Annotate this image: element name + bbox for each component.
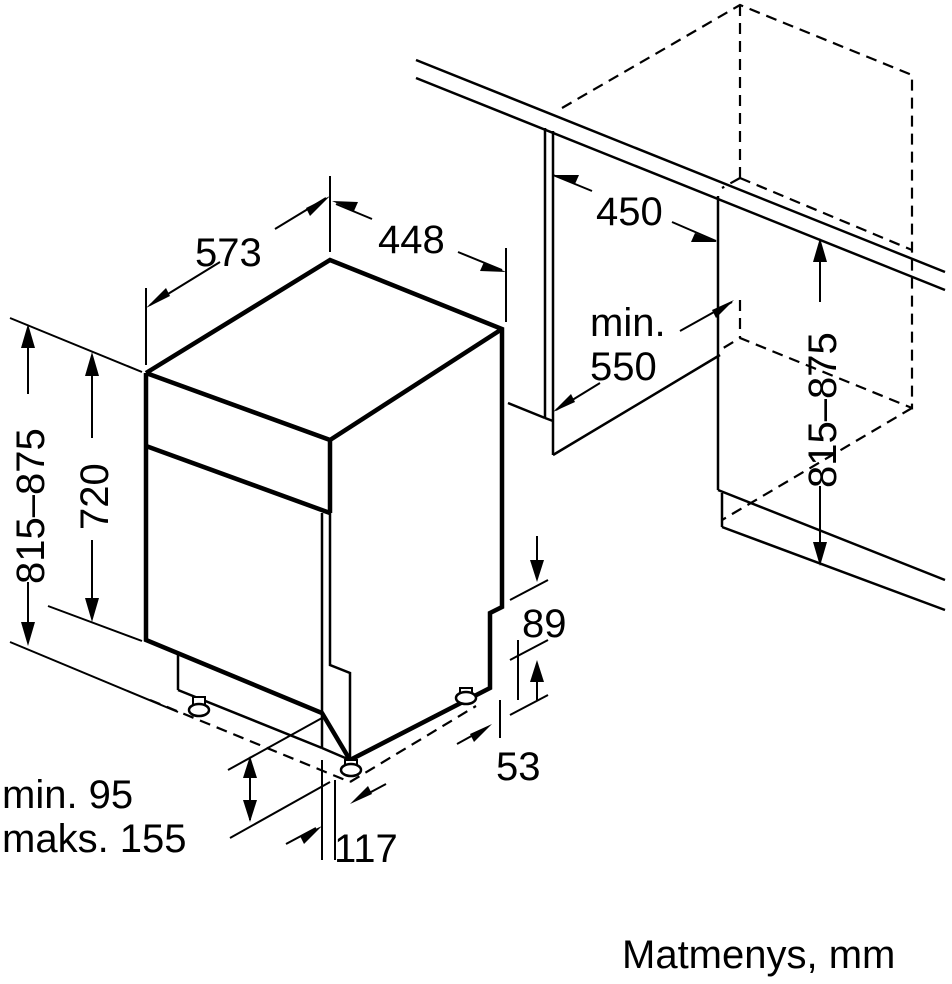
- dimension-448: 448: [332, 201, 507, 322]
- label-448: 448: [378, 218, 445, 262]
- label-720: 720: [73, 463, 117, 530]
- dishwasher-body: [143, 257, 505, 763]
- foot-left: [187, 696, 211, 718]
- label-53: 53: [496, 745, 541, 789]
- label-feet-adjust-line2: maks. 155: [2, 817, 187, 861]
- niche-cabinet: [415, 3, 946, 612]
- dimension-niche-height: 815–875: [801, 238, 845, 566]
- dimension-573: 573: [145, 176, 331, 365]
- dimension-total-height: 815–875: [9, 317, 179, 713]
- label-min-550-line1: min.: [590, 301, 666, 345]
- appliance-feet: [187, 687, 478, 778]
- label-450: 450: [596, 190, 663, 234]
- floor-reference: [149, 698, 477, 784]
- label-total-height: 815–875: [9, 428, 53, 584]
- label-niche-height: 815–875: [801, 332, 845, 488]
- label-min-550-line2: 550: [590, 345, 657, 389]
- dimension-117: 117: [285, 760, 398, 871]
- label-573: 573: [195, 231, 262, 275]
- label-117: 117: [334, 827, 398, 871]
- foot-right: [454, 687, 478, 706]
- dimension-720: 720: [47, 352, 143, 642]
- label-89: 89: [522, 602, 567, 646]
- label-feet-adjust-line1: min. 95: [2, 773, 133, 817]
- dimension-plinth: 89 53: [456, 536, 567, 789]
- dimension-450: 450: [552, 174, 717, 242]
- units-caption: Matmenys, mm: [622, 933, 895, 977]
- foot-front: [339, 759, 363, 778]
- dimension-feet-adjust: min. 95 maks. 155: [2, 717, 331, 861]
- dimension-min-550: min. 550: [553, 300, 734, 412]
